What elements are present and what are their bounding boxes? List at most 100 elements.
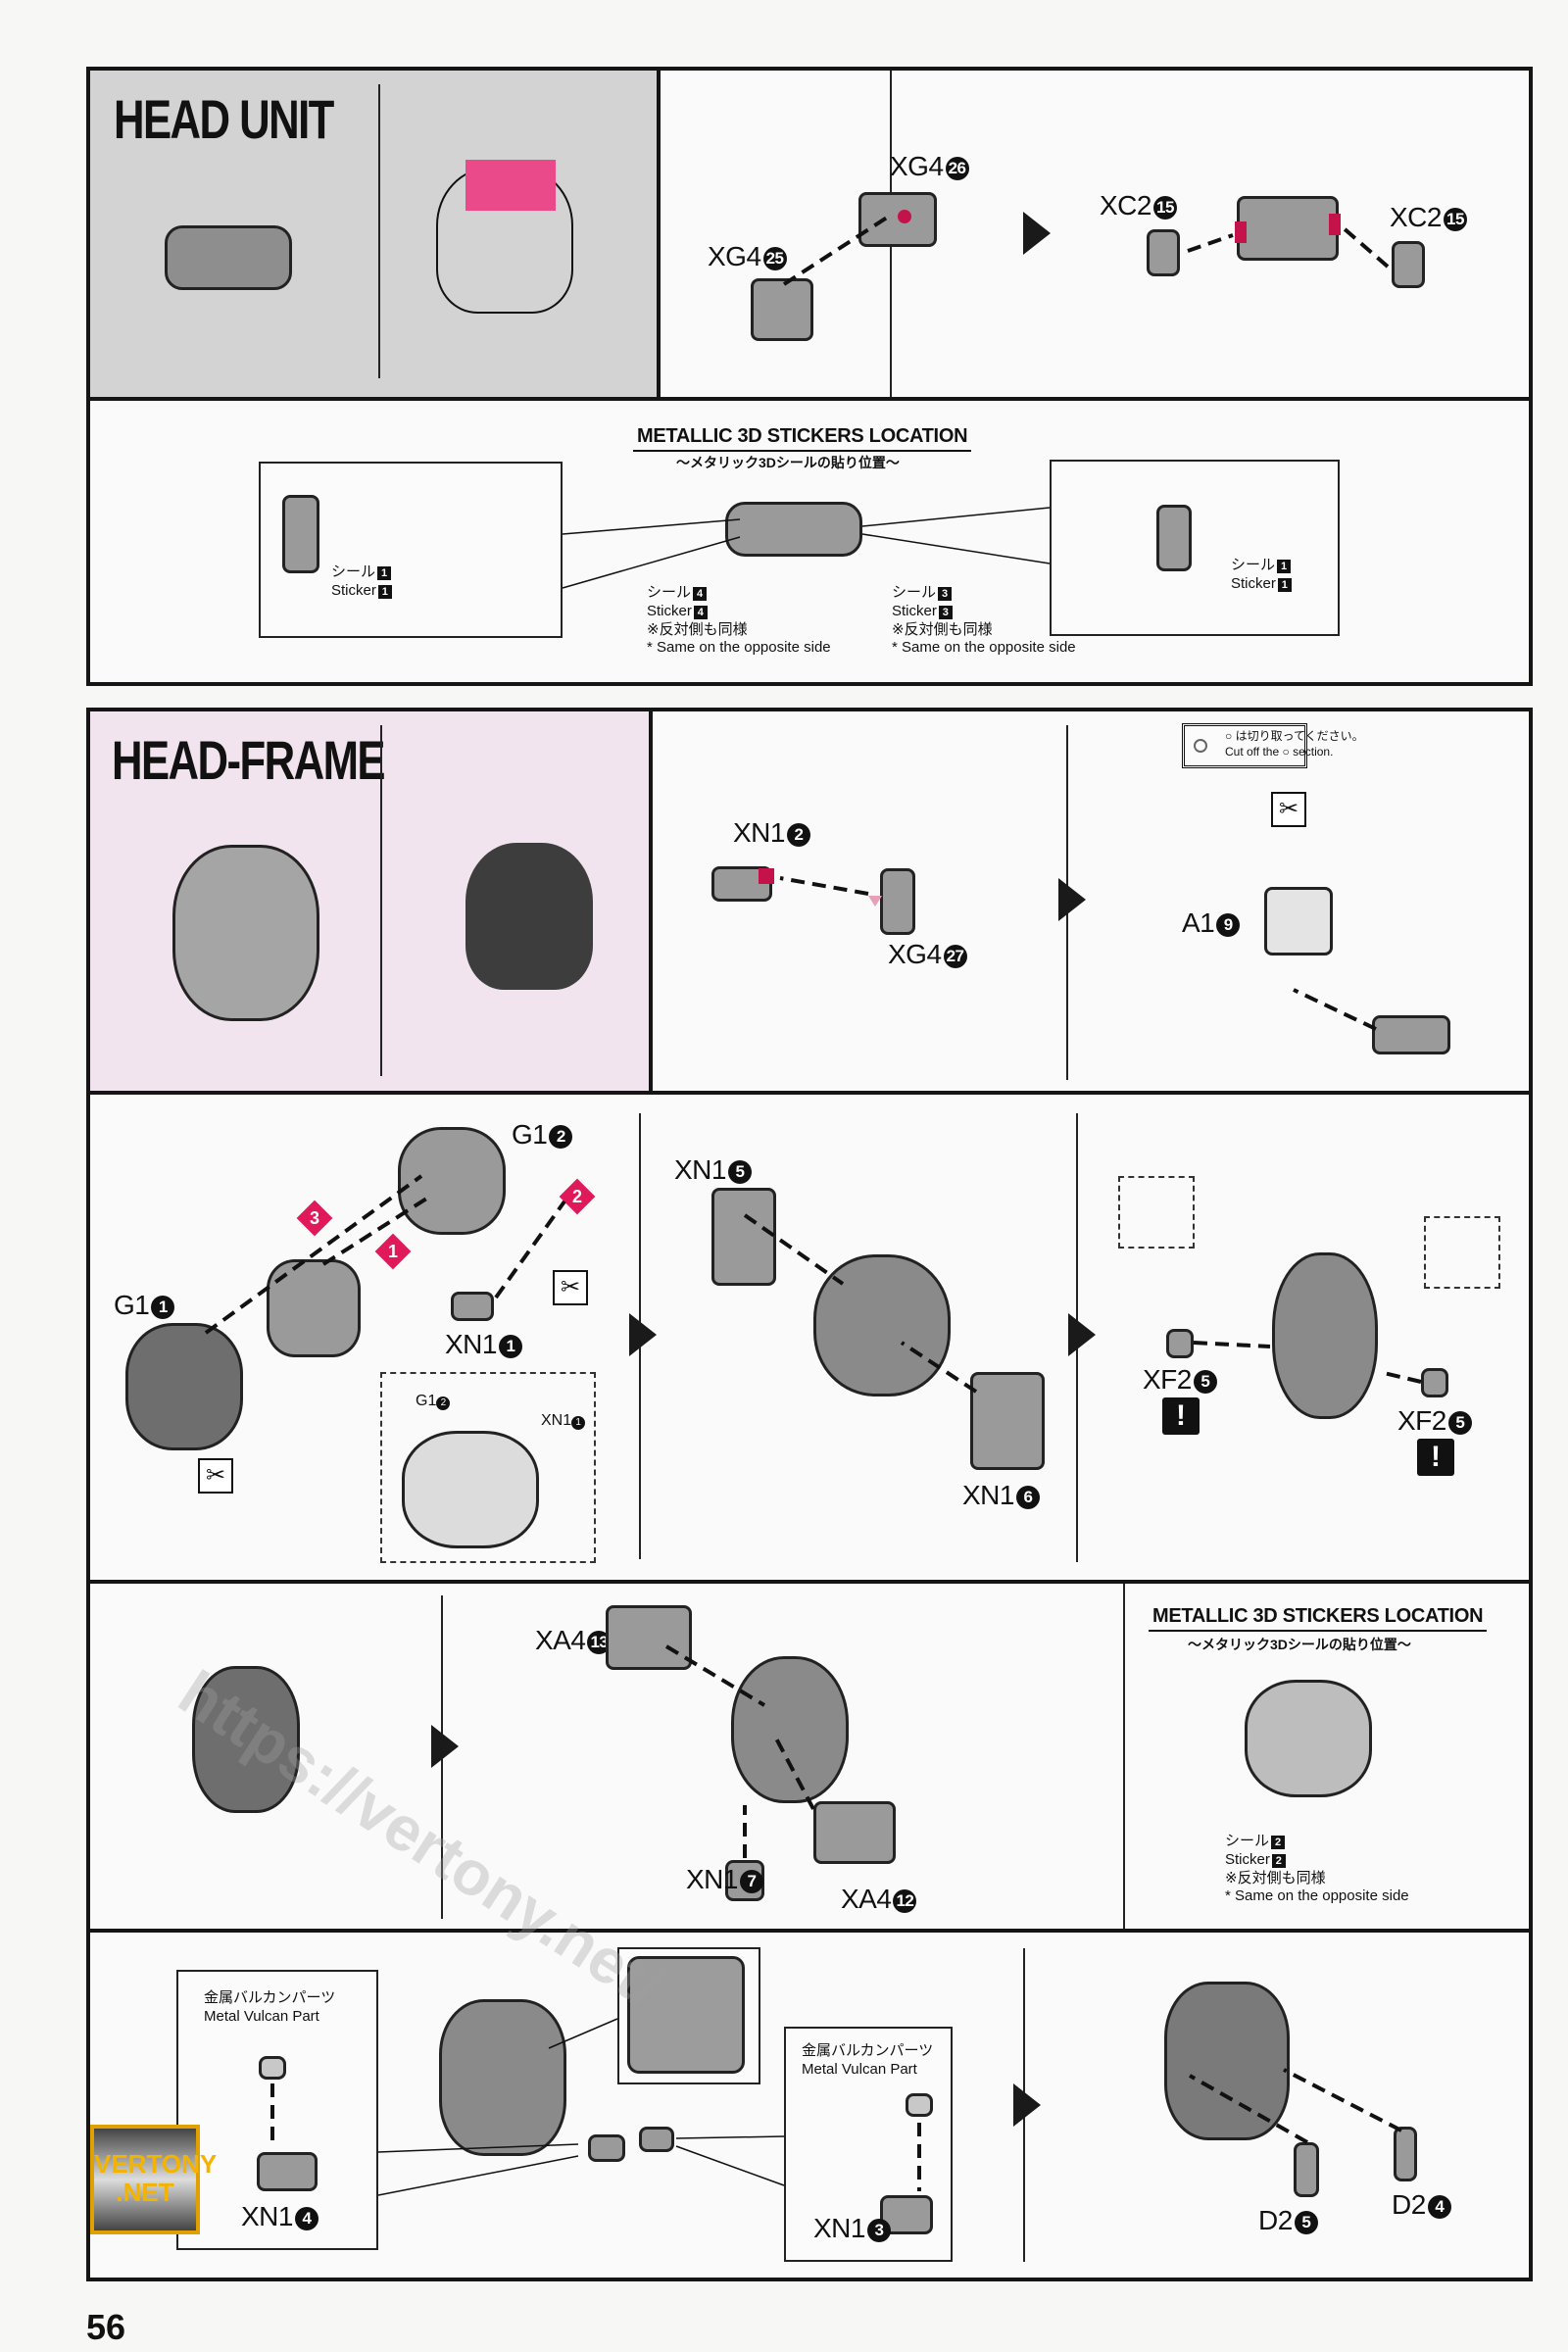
cut-off-notice-text: ○ は切り取ってください。Cut off the ○ section. <box>1225 729 1364 759</box>
head-unit-assembly <box>1237 196 1339 261</box>
nipper-icon: ✂ <box>553 1270 588 1305</box>
next-step-arrow <box>1013 2083 1041 2127</box>
head-frame-complete-illustration <box>172 845 319 1021</box>
part-a1-9 <box>1264 887 1333 956</box>
part-xg4-25 <box>751 278 813 341</box>
circle-icon <box>1194 739 1207 753</box>
head-unit-sticker-view <box>725 502 862 557</box>
head-unit-highlight <box>466 160 556 211</box>
orientation-inset <box>1424 1216 1500 1289</box>
detail-zoom-illustration <box>627 1956 745 2074</box>
part-xn1-5 <box>711 1188 776 1286</box>
part-xf2-5-left <box>1166 1329 1194 1358</box>
order-marker-2: 2 <box>559 1178 596 1215</box>
nipper-icon: ✂ <box>1271 792 1306 827</box>
inset-illustration <box>402 1431 539 1548</box>
head-frame-subpart <box>1372 1015 1450 1054</box>
part-xa4-13 <box>606 1605 692 1670</box>
part-xc2-15-left <box>1147 229 1180 276</box>
part-xn1-6 <box>970 1372 1045 1470</box>
divider <box>378 84 380 378</box>
head-unit-title: HEAD UNIT <box>114 88 334 150</box>
head-frame-final-assembly <box>1164 1982 1290 2140</box>
stickers-subtitle: 〜メタリック3Dシールの貼り位置〜 <box>1188 1637 1411 1652</box>
orientation-inset <box>1118 1176 1195 1249</box>
order-marker-1: 1 <box>374 1233 412 1270</box>
metal-vulcan-part <box>259 2056 286 2080</box>
part-g1-1 <box>125 1323 243 1450</box>
next-step-arrow <box>629 1313 657 1356</box>
part-d2-4 <box>1394 2127 1417 2181</box>
head-unit-complete-illustration <box>165 225 292 290</box>
head-frame-title: HEAD-FRAME <box>112 729 386 791</box>
head-frame-assembly <box>439 1999 566 2156</box>
stickers-title: METALLIC 3D STICKERS LOCATION <box>633 425 972 452</box>
page-number: 56 <box>86 2307 126 2347</box>
joint-marker <box>759 868 774 884</box>
next-step-arrow <box>1023 212 1051 255</box>
metal-vulcan-part <box>906 2093 933 2117</box>
vulcan-housing <box>639 2127 674 2152</box>
stickers-title: METALLIC 3D STICKERS LOCATION <box>1149 1605 1488 1632</box>
order-marker-3: 3 <box>296 1200 333 1237</box>
step-divider <box>1123 1584 1125 1929</box>
warning-icon: ! <box>1417 1439 1454 1476</box>
part-xn1-1 <box>451 1292 494 1321</box>
part-xa4-12 <box>813 1801 896 1864</box>
head-frame-center-part <box>267 1259 361 1357</box>
divider <box>380 725 382 1076</box>
nipper-icon: ✂ <box>198 1458 233 1494</box>
head-unit-side-view <box>282 495 319 573</box>
next-step-arrow <box>1058 878 1086 921</box>
head-frame-rotated-view <box>192 1666 300 1813</box>
head-frame-sticker-view <box>1245 1680 1372 1797</box>
head-frame-assembly <box>813 1254 951 1396</box>
sticker-inset-right <box>1050 460 1340 636</box>
warning-icon: ! <box>1162 1397 1200 1435</box>
joint-marker <box>898 210 911 223</box>
next-step-arrow <box>1068 1313 1096 1356</box>
next-step-arrow <box>431 1725 459 1768</box>
head-frame-assembly <box>731 1656 849 1803</box>
joint-marker <box>1235 221 1247 243</box>
part-xn1-4 <box>257 2152 318 2191</box>
detail-inset <box>380 1372 596 1563</box>
part-xf2-5-right <box>1421 1368 1448 1397</box>
joint-marker <box>1329 214 1341 235</box>
vulcan-housing <box>588 2134 625 2162</box>
metal-vulcan-inset-left <box>176 1970 378 2250</box>
vertony-logo: VERTONY.NET <box>90 2125 217 2234</box>
head-frame-silhouette <box>466 843 593 990</box>
alignment-marker <box>868 896 882 906</box>
head-unit-side-view <box>1156 505 1192 571</box>
